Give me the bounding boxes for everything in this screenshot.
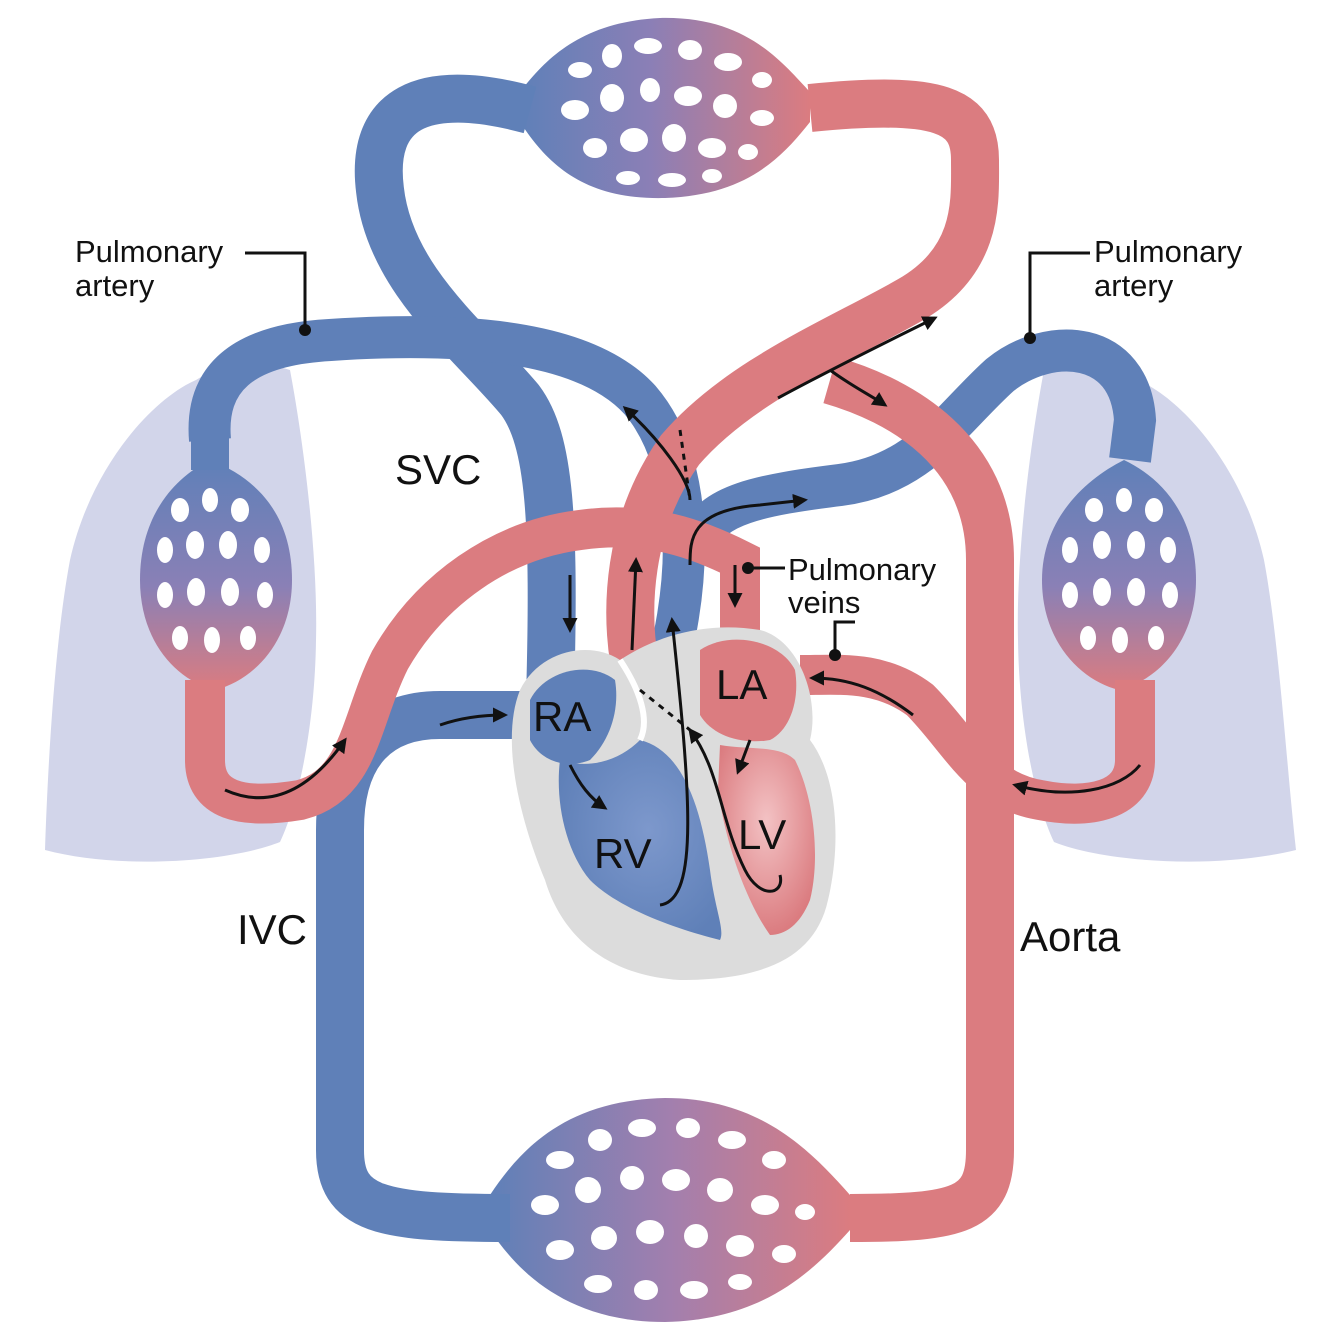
- svc-label: SVC: [395, 446, 481, 493]
- right-ventricle: [558, 740, 722, 940]
- left-lung-capillaries: [140, 460, 292, 690]
- rv-label: RV: [594, 830, 652, 877]
- pulmonary-veins-leader: [742, 562, 855, 661]
- right-pulmonary-vein: [799, 654, 1155, 824]
- heart: [511, 627, 836, 980]
- descending-aorta: [823, 356, 1014, 1242]
- pulmonary-artery-left-leader: [245, 251, 311, 336]
- pulmonary-veins-line2: veins: [788, 585, 860, 620]
- lower-body-capillary-bed: [490, 1098, 850, 1322]
- left-ventricle: [718, 745, 815, 935]
- pulmonary-artery-left-line1: Pulmonary: [75, 234, 224, 269]
- ra-label: RA: [533, 693, 591, 740]
- left-pulmonary-vein: [185, 507, 760, 824]
- right-atrium: [530, 669, 617, 764]
- lv-label: LV: [738, 811, 786, 858]
- pulmonary-artery-left-line2: artery: [75, 268, 155, 303]
- left-atrium: [700, 639, 797, 742]
- right-lung-capillaries: [1042, 460, 1196, 690]
- aorta-label: Aorta: [1020, 913, 1121, 960]
- pulmonary-artery-right-leader: [1024, 251, 1090, 344]
- pulmonary-artery-right-line2: artery: [1094, 268, 1174, 303]
- septum-line: [617, 658, 647, 742]
- ivc-label: IVC: [237, 906, 307, 953]
- la-label: LA: [716, 661, 767, 708]
- pulmonary-artery-right-line1: Pulmonary: [1094, 234, 1243, 269]
- ivc-vessel: [316, 691, 525, 1242]
- upper-body-capillary-bed: [520, 17, 810, 199]
- pulmonary-veins-line1: Pulmonary: [788, 552, 937, 587]
- flow-arrows: [224, 316, 1142, 907]
